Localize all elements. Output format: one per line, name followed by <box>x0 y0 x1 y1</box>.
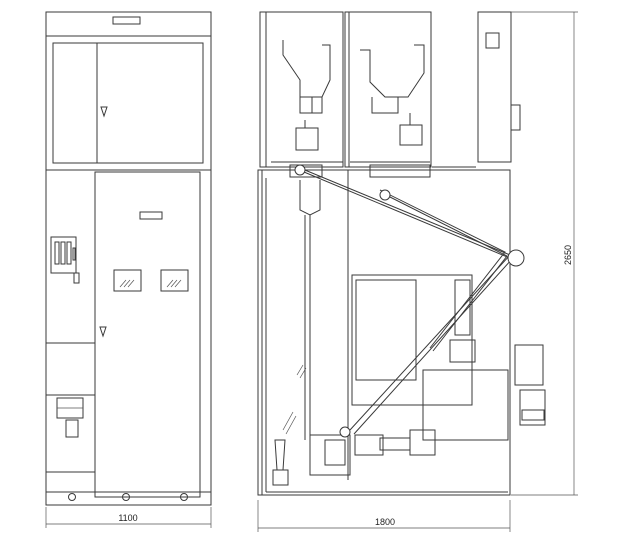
base-lifting-hole-2 <box>122 493 130 501</box>
busbar-compartment-front <box>259 11 344 168</box>
bushing-left <box>289 164 323 178</box>
viewing-window-left <box>113 269 142 292</box>
base-lifting-hole-3 <box>180 493 188 501</box>
breaker-compartment-outline <box>257 169 511 496</box>
rear-cable-box <box>514 344 544 386</box>
dimension-height: 2650 <box>511 11 578 496</box>
earthing-switch <box>274 439 286 471</box>
dimension-side-depth: 1800 <box>257 500 511 532</box>
front-width-label: 1100 <box>118 513 137 523</box>
main-compartment-door <box>94 171 201 498</box>
mechanism-interlock <box>56 397 84 438</box>
lv-compartment-door <box>52 42 204 164</box>
linkage-rod-outer <box>299 167 511 431</box>
dimension-front-width: 1100 <box>45 507 212 528</box>
main-door-handle-icon <box>99 326 107 338</box>
front-view <box>45 11 212 506</box>
linkage-pivot <box>507 249 525 267</box>
relay-panel <box>50 236 80 284</box>
base-lifting-hole-1 <box>68 493 76 501</box>
lv-door-handle-icon <box>100 106 108 118</box>
lv-cabinet-side <box>477 11 512 163</box>
front-top-nameplate <box>112 16 141 25</box>
busbar-compartment-rear <box>344 11 432 168</box>
viewing-window-right <box>160 269 189 292</box>
front-cabinet-outline <box>45 11 212 506</box>
lv-cabinet-window <box>485 32 500 49</box>
main-door-nameplate <box>139 211 163 220</box>
bushing-right <box>369 164 431 178</box>
side-depth-label: 1800 <box>375 517 395 527</box>
height-label: 2650 <box>563 245 573 265</box>
side-section-view <box>257 11 546 496</box>
